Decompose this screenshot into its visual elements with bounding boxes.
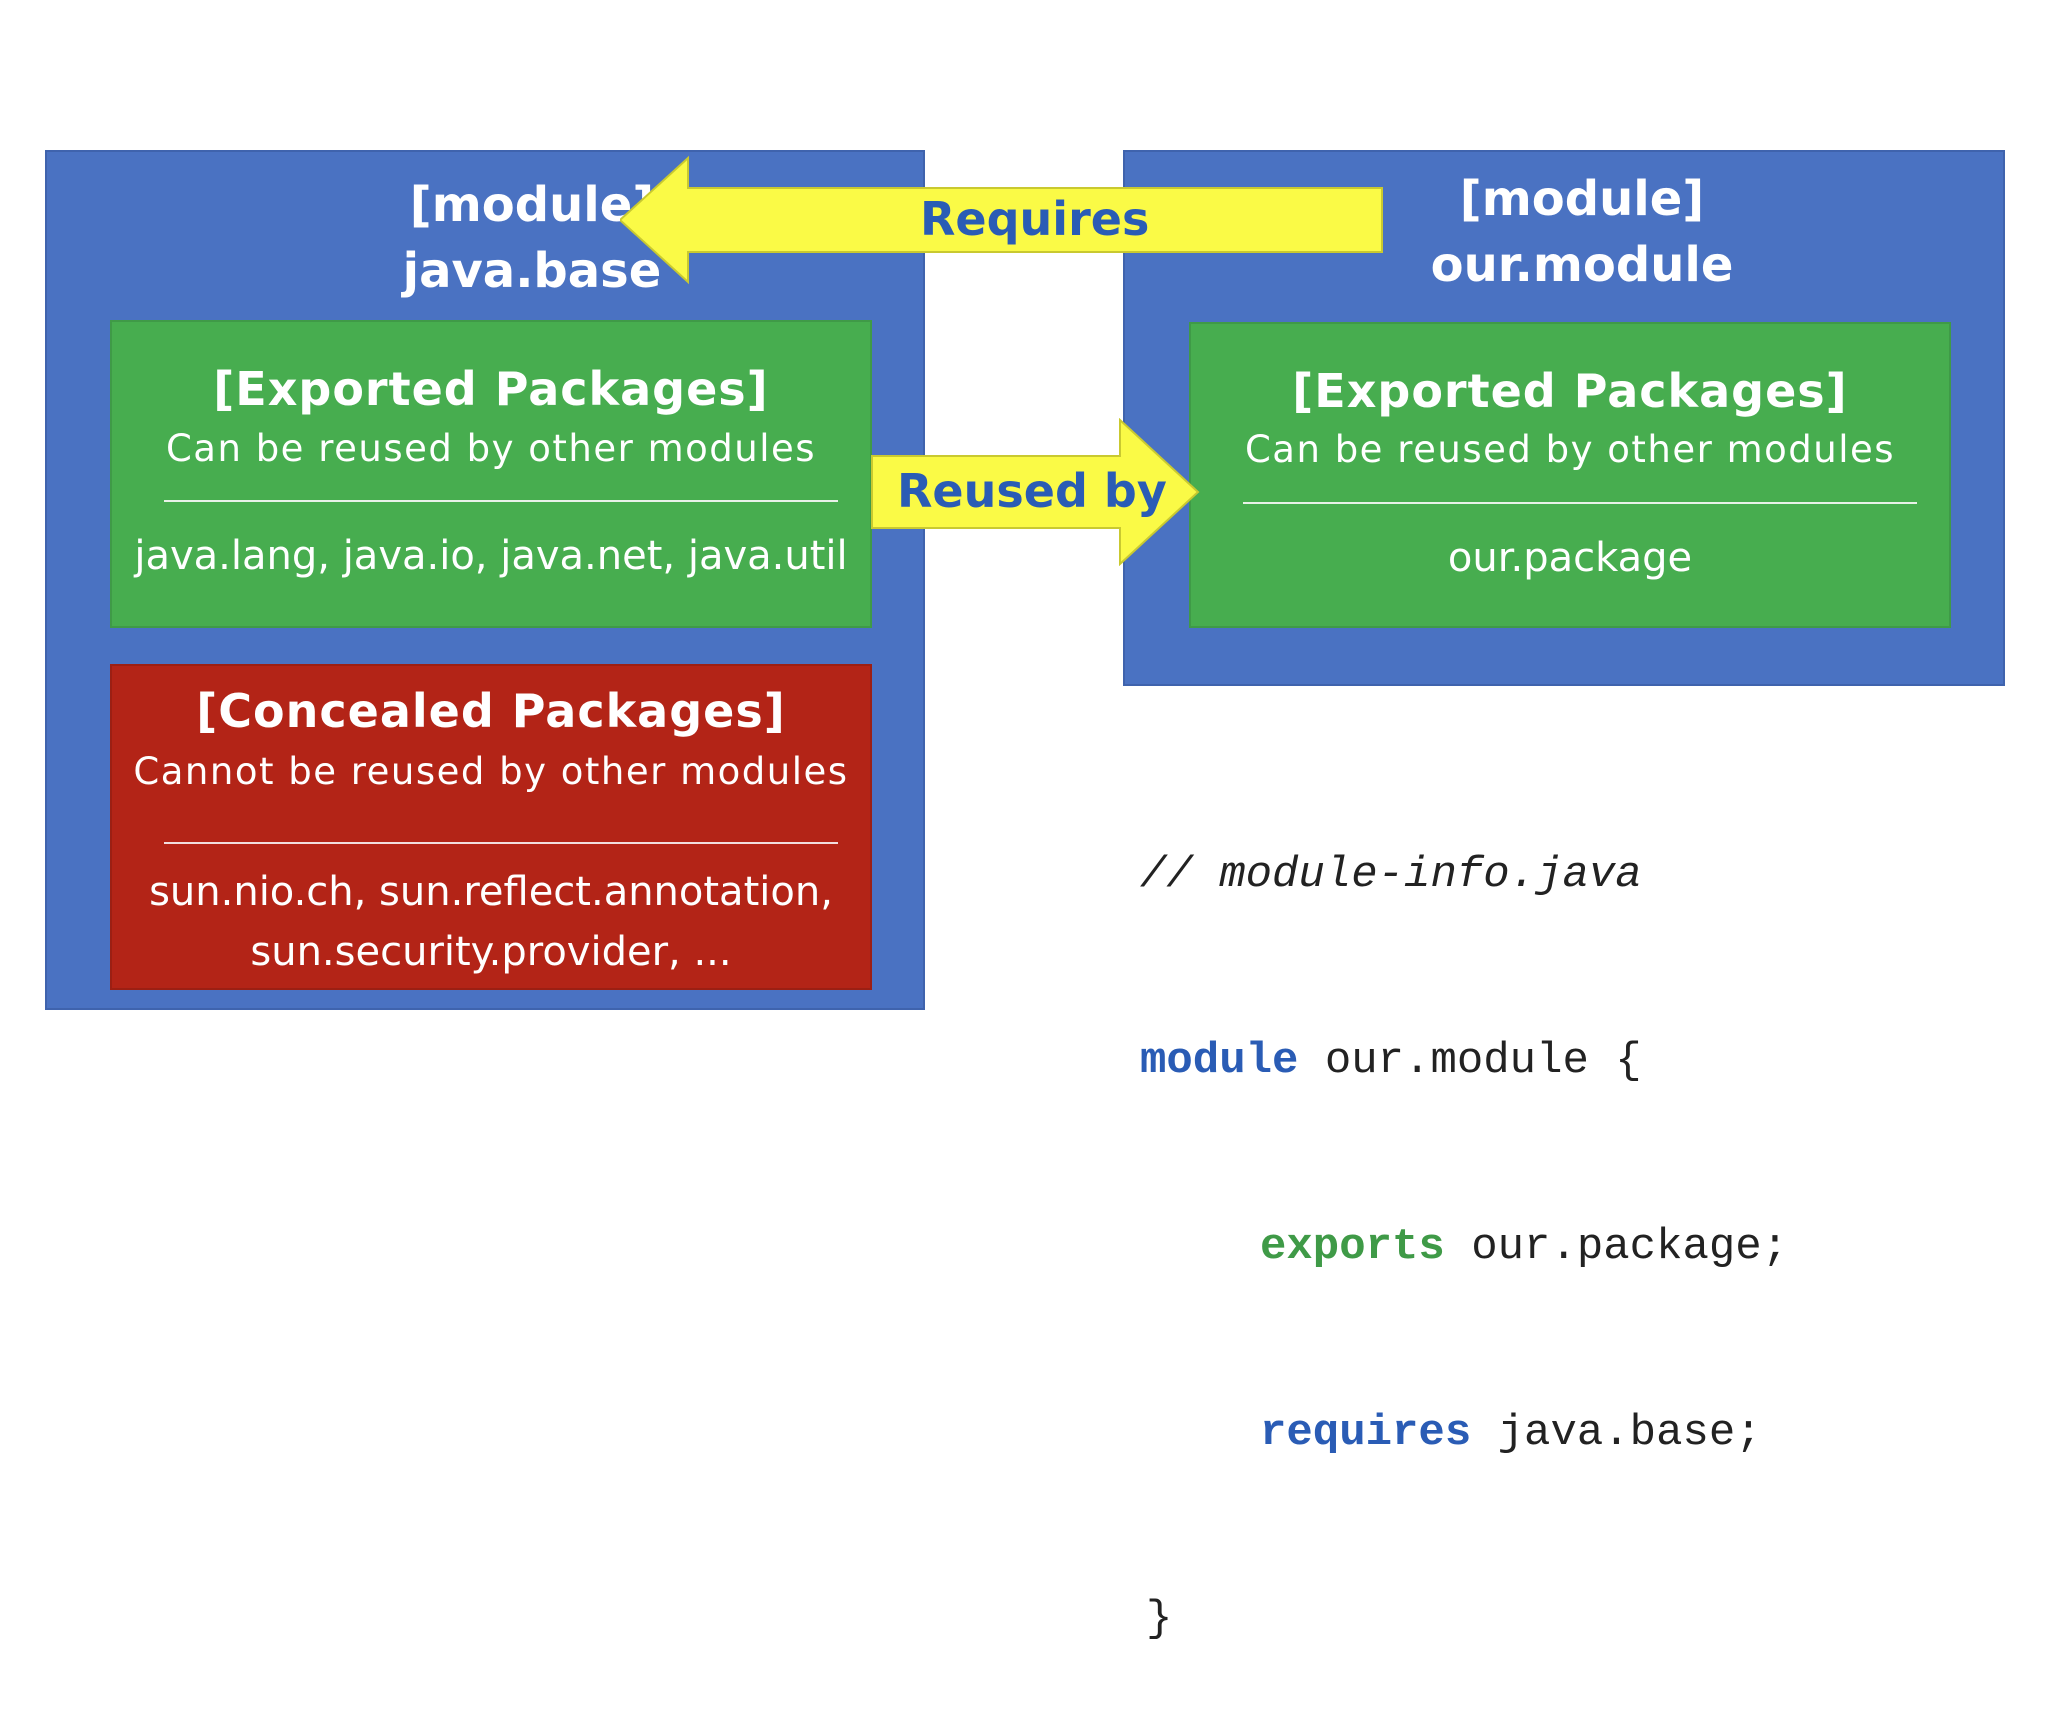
- code-exports-package: our.package;: [1444, 1222, 1789, 1272]
- module-our-module-name: our.module: [1430, 237, 1734, 293]
- concealed-packages-title: [Concealed Packages]: [196, 684, 786, 738]
- code-close-brace: }: [1146, 1594, 1173, 1644]
- code-requires-module: java.base;: [1471, 1408, 1762, 1458]
- module-our-module-title: [module] our.module: [1387, 166, 1777, 298]
- code-line-module: module our.module {: [1140, 1030, 1788, 1092]
- requires-label: Requires: [920, 192, 1150, 246]
- code-requires-keyword: requires: [1260, 1408, 1472, 1458]
- our-exported-packages-subtitle: Can be reused by other modules: [1244, 428, 1896, 471]
- code-line-exports: exports our.package;: [1140, 1216, 1788, 1278]
- module-our-module-tag: [module]: [1459, 171, 1705, 227]
- concealed-packages-list-line2: sun.security.provider, ...: [250, 929, 732, 975]
- module-java-base: [module] java.base [Exported Packages] C…: [45, 150, 925, 1010]
- java-base-exported-packages: [Exported Packages] Can be reused by oth…: [110, 320, 872, 628]
- exported-packages-divider: [164, 500, 838, 502]
- code-module-keyword: module: [1140, 1036, 1299, 1086]
- our-module-exported-packages: [Exported Packages] Can be reused by oth…: [1189, 322, 1951, 628]
- module-info-code: // module-info.java module our.module { …: [1140, 720, 1788, 1712]
- requires-arrow: [620, 155, 1383, 285]
- module-java-base-tag: [module]: [409, 177, 655, 233]
- our-exported-packages-title: [Exported Packages]: [1292, 364, 1848, 418]
- concealed-packages-list-line1: sun.nio.ch, sun.reflect.annotation,: [149, 869, 833, 915]
- code-comment: // module-info.java: [1140, 850, 1642, 900]
- our-exported-packages-divider: [1243, 502, 1917, 504]
- our-exported-packages-list: our.package: [1447, 535, 1693, 581]
- code-module-name: our.module {: [1298, 1036, 1642, 1086]
- exported-packages-title: [Exported Packages]: [213, 362, 769, 416]
- module-java-base-title: [module] java.base: [337, 172, 727, 304]
- exported-packages-list: java.lang, java.io, java.net, java.util: [134, 533, 848, 579]
- java-base-concealed-packages: [Concealed Packages] Cannot be reused by…: [110, 664, 872, 990]
- concealed-packages-divider: [164, 842, 838, 844]
- code-line-requires: requires java.base;: [1140, 1402, 1788, 1464]
- exported-packages-subtitle: Can be reused by other modules: [165, 427, 817, 470]
- reused-by-label: Reused by: [897, 464, 1167, 518]
- module-java-base-name: java.base: [402, 243, 662, 299]
- reused-by-arrow: [871, 418, 1200, 566]
- code-exports-keyword: exports: [1260, 1222, 1445, 1272]
- concealed-packages-subtitle: Cannot be reused by other modules: [133, 750, 849, 793]
